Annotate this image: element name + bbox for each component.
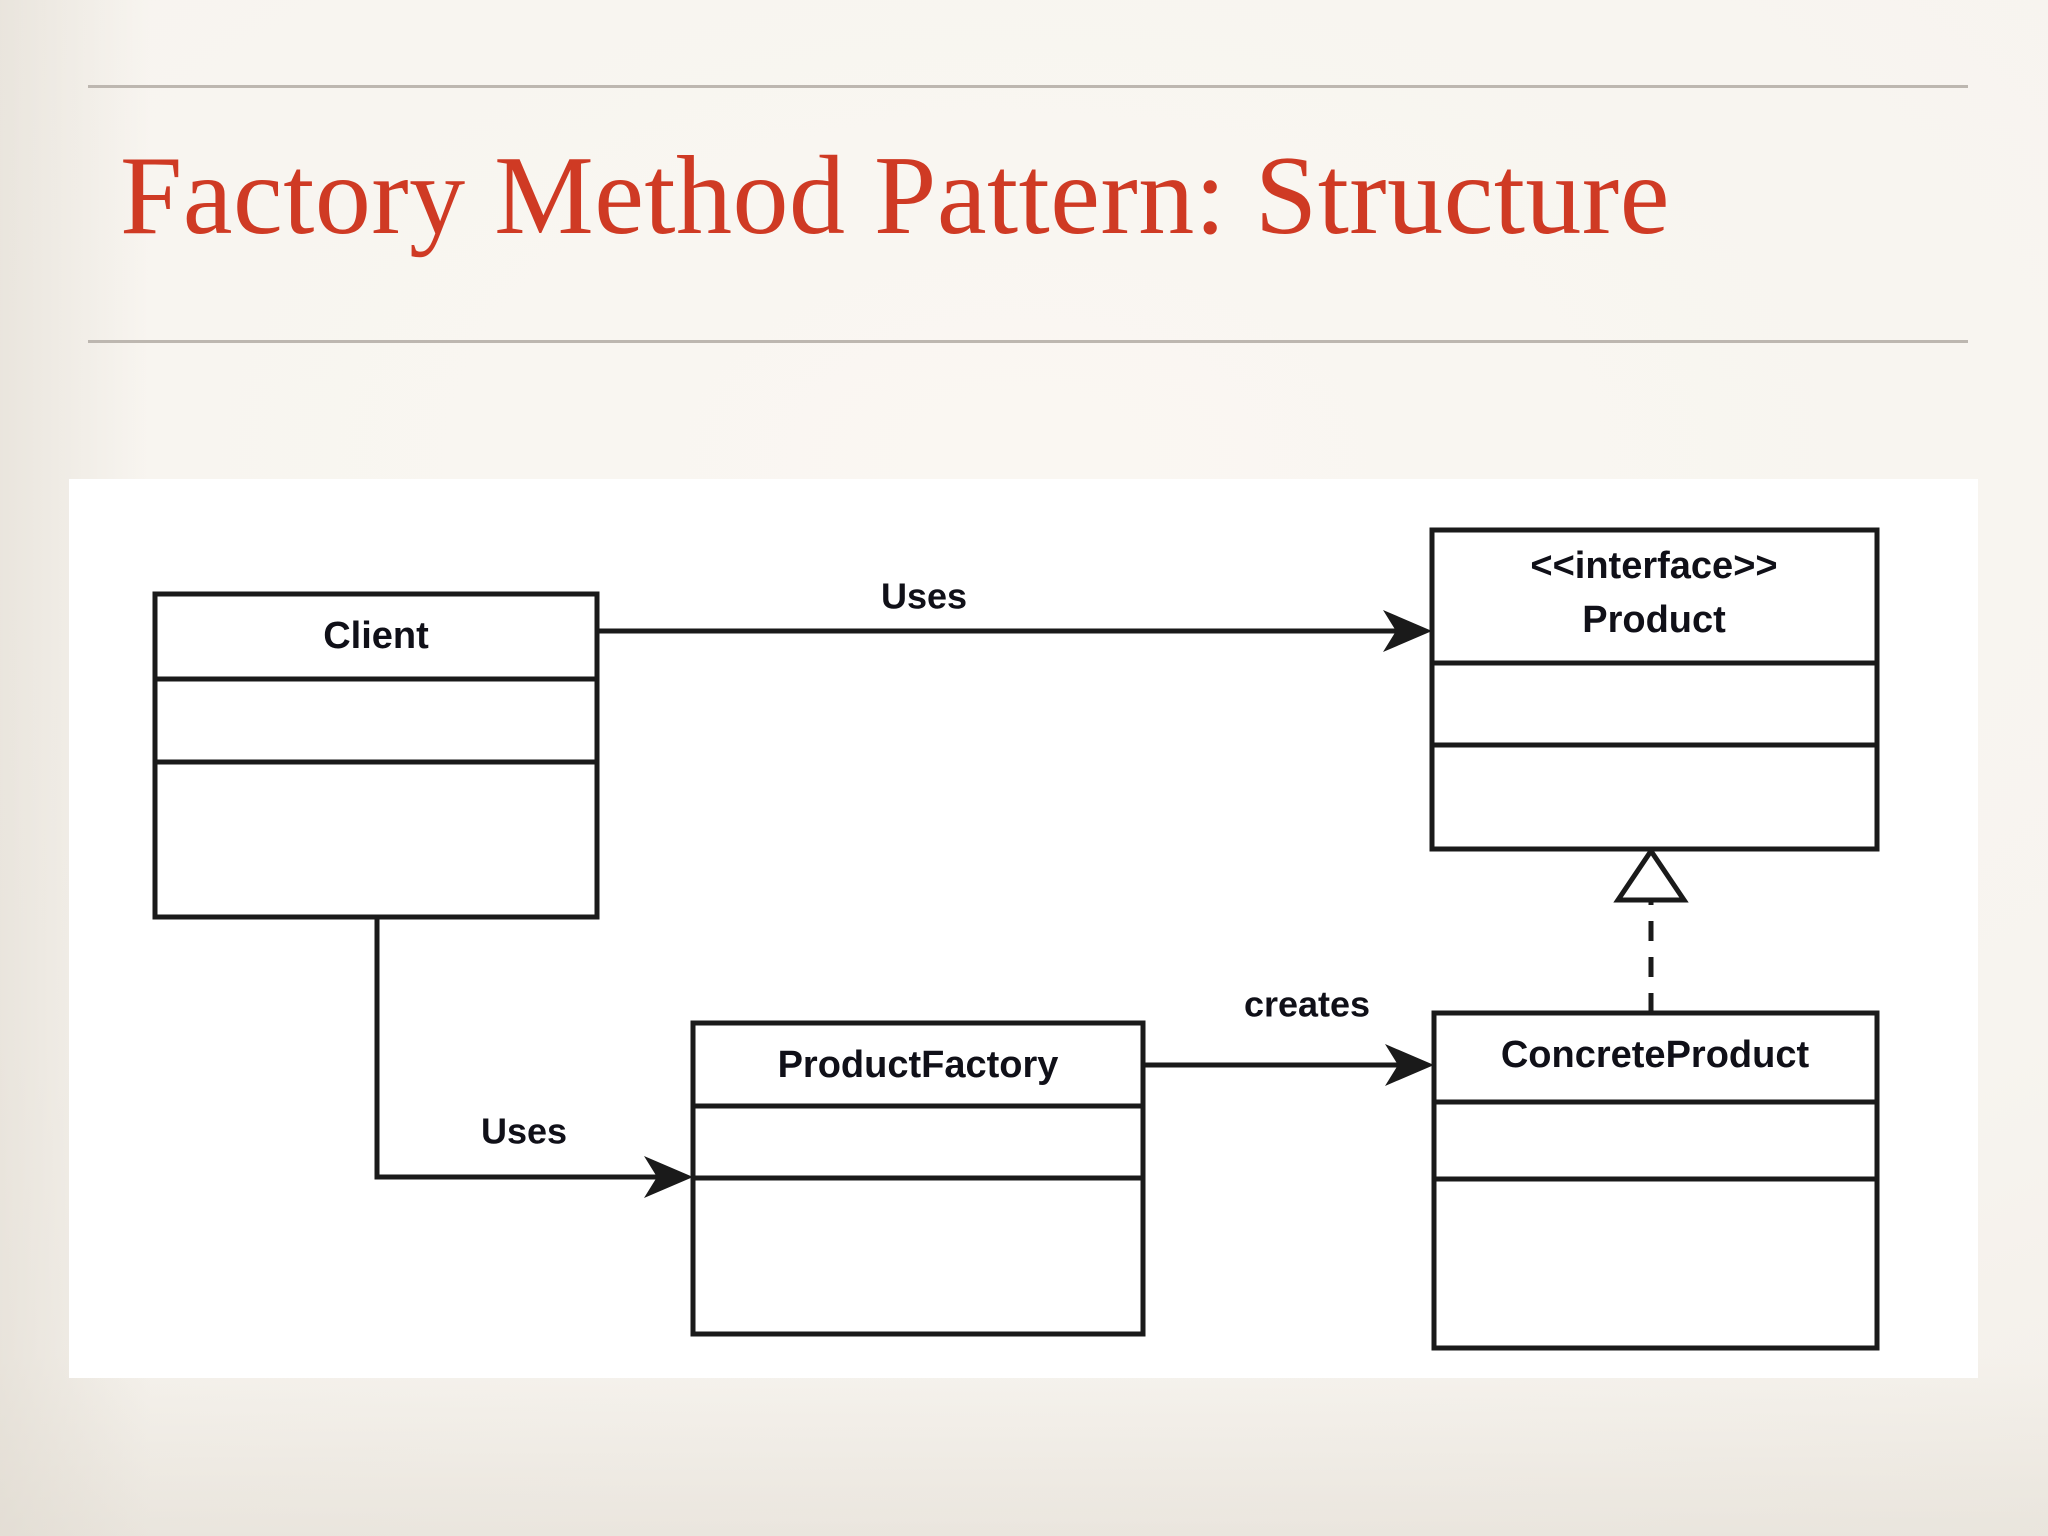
- class-box: [1429, 527, 1880, 852]
- arrowhead-icon: [1383, 610, 1432, 652]
- uml-class-productfactory[interactable]: ProductFactory: [690, 1020, 1146, 1337]
- class-stereotype-label: <<interface>>: [1530, 545, 1777, 587]
- class-name-label: Product: [1582, 599, 1726, 641]
- title-rule-top: [88, 85, 1968, 88]
- class-box: [152, 591, 600, 920]
- generalization-triangle-icon: [1613, 846, 1689, 903]
- edge-label-uses-product: Uses: [881, 576, 967, 617]
- title-rule-bottom: [88, 340, 1968, 343]
- edge-productfactory-creates-concreteproduct: creates: [1143, 984, 1434, 1086]
- uml-diagram-canvas: Product ============ --> Uses ProductFac…: [69, 479, 1978, 1378]
- edge-client-uses-product: Uses: [597, 576, 1432, 652]
- class-name-label: ProductFactory: [778, 1044, 1059, 1086]
- uml-class-product[interactable]: <<interface>> Product: [1429, 527, 1880, 852]
- edge-line: [374, 917, 670, 1180]
- edge-label-uses-productfactory: Uses: [481, 1111, 567, 1152]
- uml-class-concreteproduct[interactable]: ConcreteProduct: [1431, 1010, 1880, 1351]
- edge-client-uses-productfactory: Uses: [374, 917, 693, 1198]
- uml-class-client[interactable]: Client: [152, 591, 600, 920]
- uml-class-diagram: Product ============ --> Uses ProductFac…: [152, 527, 1880, 1351]
- edge-label-creates: creates: [1244, 984, 1370, 1025]
- class-name-label: ConcreteProduct: [1501, 1034, 1810, 1076]
- edge-concreteproduct-realizes-product: [1613, 846, 1689, 1013]
- arrowhead-icon: [644, 1156, 693, 1198]
- arrowhead-icon: [1385, 1044, 1434, 1086]
- page-title: Factory Method Pattern: Structure: [120, 134, 1670, 258]
- class-name-label: Client: [323, 615, 429, 657]
